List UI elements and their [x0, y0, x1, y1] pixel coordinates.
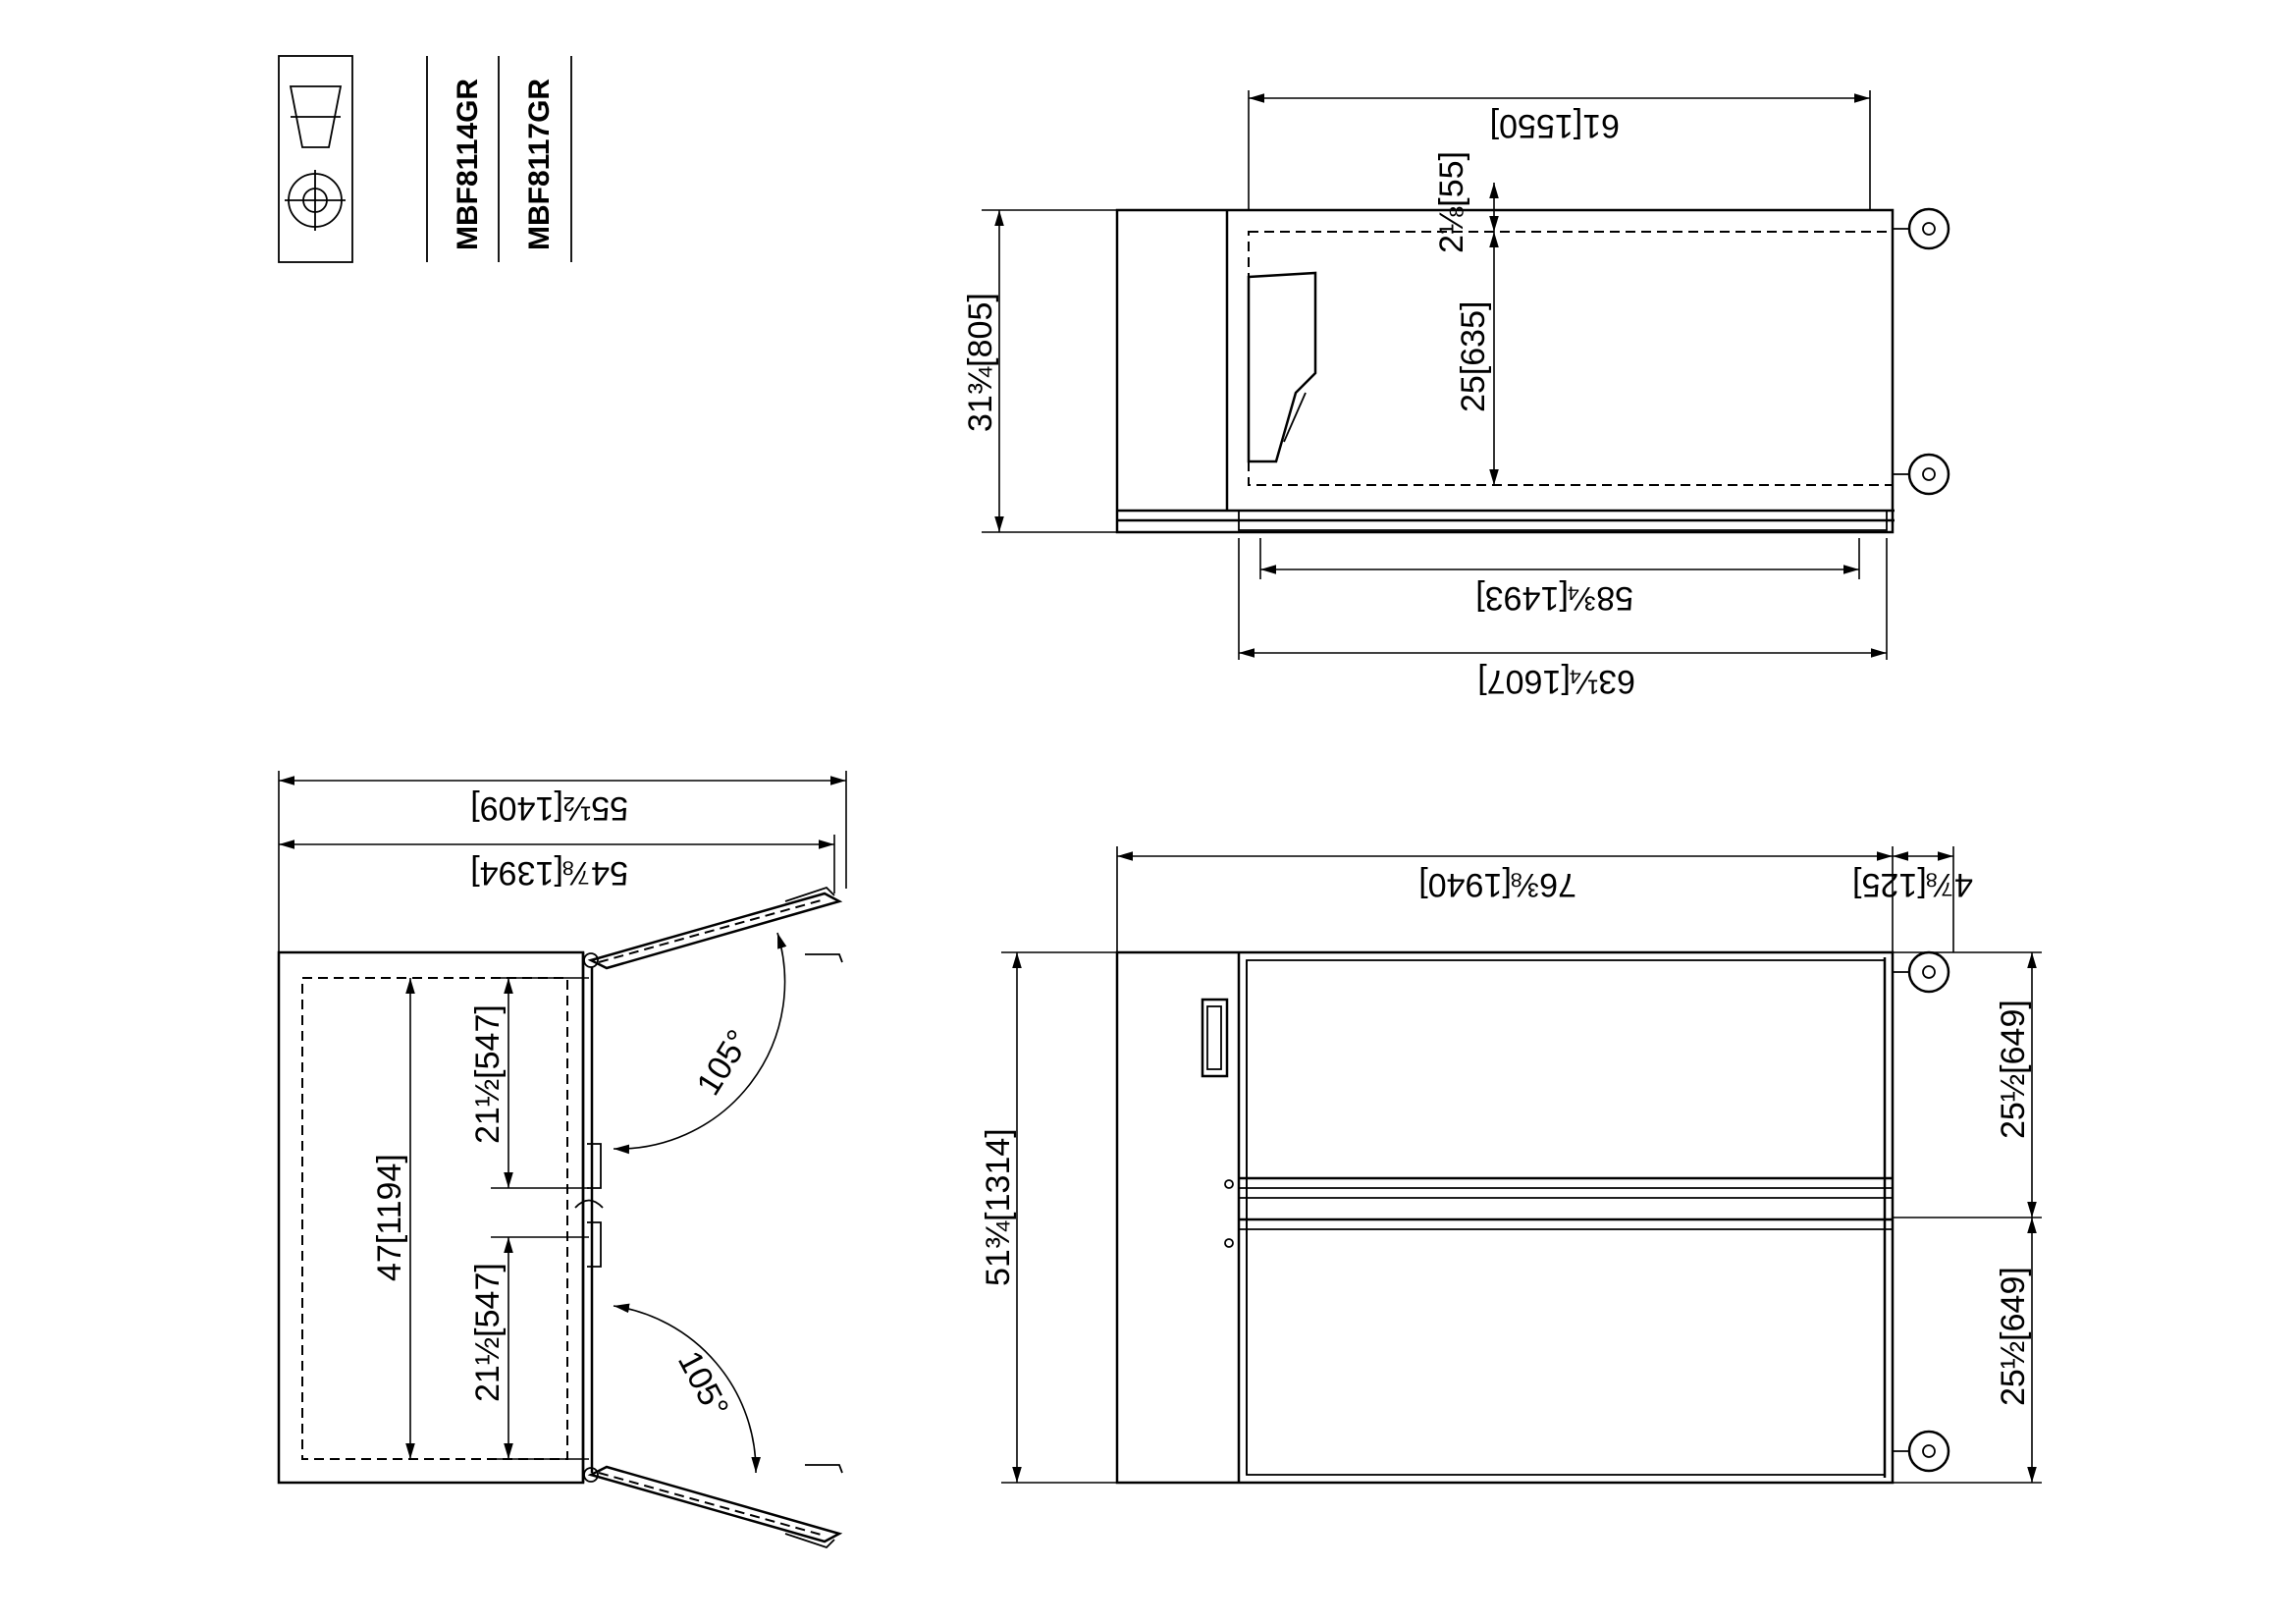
dim-plan-angle-upper: 105°	[690, 1023, 758, 1102]
dim-plan-547-lower: 21½[547]	[469, 1263, 507, 1402]
dim-plan-1409: 55½[1409]	[470, 789, 628, 827]
projection-symbol	[278, 55, 353, 263]
dim-top-1493: 58¾[1493]	[1475, 579, 1633, 617]
caster-icon	[1893, 950, 1950, 994]
dim-plan-1194: 47[1194]	[371, 1154, 408, 1281]
dim-front-649-lower: 25½[649]	[1995, 1267, 2032, 1406]
dim-front-1314: 51¾[1314]	[980, 1128, 1017, 1286]
dim-plan-1394: 54⅞[1394]	[470, 854, 628, 892]
dim-top-805: 31¾[805]	[962, 293, 999, 432]
caster-icon	[1893, 207, 1950, 250]
dim-top-1550: 61[1550]	[1490, 107, 1620, 144]
dim-front-125: 4⅞[125]	[1852, 866, 1973, 903]
projection-cone-icon	[289, 85, 343, 148]
dim-plan-547-upper: 21½[547]	[469, 1004, 507, 1144]
model-label-1: MBF8114GR	[452, 79, 484, 250]
model-label-2: MBF8117GR	[523, 79, 556, 250]
caster-icon	[1893, 1430, 1950, 1473]
dim-front-649-upper: 25½[649]	[1995, 1000, 2032, 1139]
side-view	[982, 90, 1950, 660]
plan-view	[277, 771, 847, 1549]
dim-top-1607: 63¼[1607]	[1477, 663, 1635, 700]
front-view	[1001, 846, 2042, 1485]
dim-top-55: 2⅛[55]	[1433, 151, 1470, 253]
dim-plan-angle-lower: 105°	[670, 1345, 736, 1424]
dim-front-1940: 76⅜[1940]	[1418, 866, 1576, 903]
dim-top-635: 25[635]	[1455, 301, 1492, 412]
projection-circle-icon	[285, 170, 346, 231]
caster-icon	[1893, 453, 1950, 496]
